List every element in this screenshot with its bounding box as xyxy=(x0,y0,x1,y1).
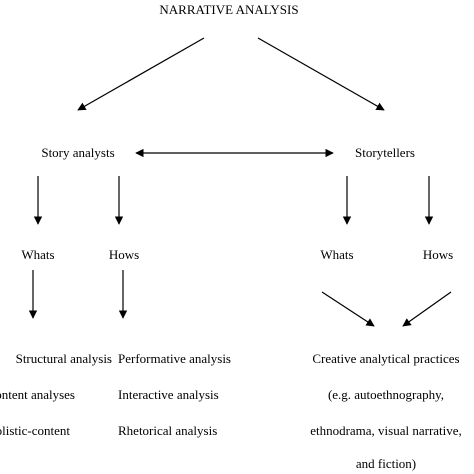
node-left-hows: Hows xyxy=(108,247,140,262)
item-performative-analysis: Performative analysis xyxy=(118,351,231,366)
item-structural-analysis: Structural analysis xyxy=(15,351,112,366)
arrow-title-to-story-analysts xyxy=(77,37,205,111)
item-interactive-analysis: Interactive analysis xyxy=(118,387,219,402)
practices-line-1: Creative analytical practices xyxy=(312,351,460,366)
arrow-right-whats-to-practices xyxy=(321,291,375,327)
node-left-whats: Whats xyxy=(21,247,55,262)
arrow-right-hows-to-practices xyxy=(402,291,452,327)
practices-line-3: ethnodrama, visual narrative, xyxy=(310,423,462,438)
practices-line-4: and fiction) xyxy=(355,456,417,471)
item-content-analyses: Content analyses xyxy=(0,387,75,402)
node-storytellers: Storytellers xyxy=(355,145,415,160)
arrow-title-to-storytellers xyxy=(257,37,385,111)
node-right-hows: Hows xyxy=(422,247,454,262)
diagram-title: NARRATIVE ANALYSIS xyxy=(159,2,299,17)
item-holistic-content: Holistic-content xyxy=(0,423,70,438)
node-story-analysts: Story analysts xyxy=(41,145,115,160)
item-rhetorical-analysis: Rhetorical analysis xyxy=(118,423,218,438)
practices-line-2: (e.g. autoethnography, xyxy=(327,387,445,402)
node-right-whats: Whats xyxy=(320,247,354,262)
